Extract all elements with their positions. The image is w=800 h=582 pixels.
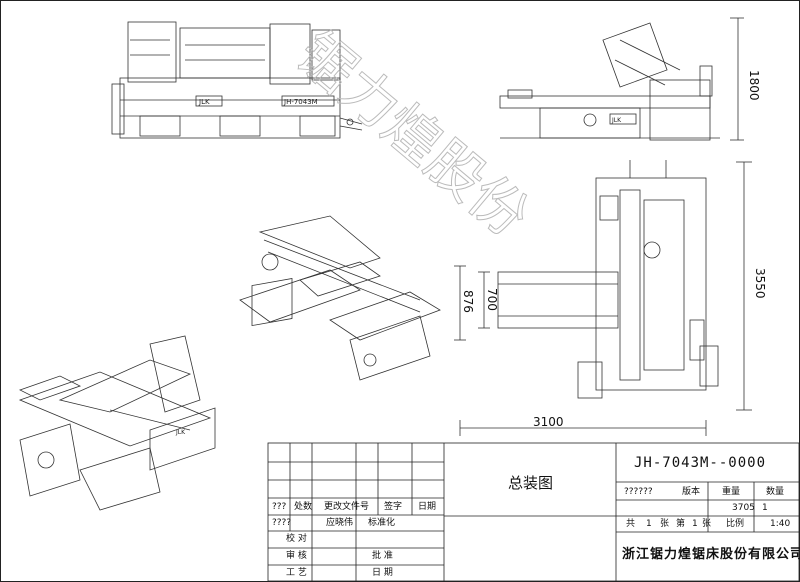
sign-row-label: 工 艺 <box>286 568 307 578</box>
ratio-label: 比例 <box>726 519 745 529</box>
drawing-number: JH-7043M--0000 <box>634 455 767 471</box>
approval-left: ???? <box>272 518 292 528</box>
meta-phase: ?????? <box>624 487 653 497</box>
sheet-no-zhang: 张 <box>702 519 712 529</box>
rev-doc: 更改文件号 <box>324 502 370 512</box>
iso-center-view <box>239 215 441 381</box>
rev-date: 日期 <box>418 502 437 512</box>
front-logo: JLK <box>198 98 210 106</box>
drawing-title: 总装图 <box>508 474 554 492</box>
dim-total-width: 3100 <box>533 415 564 429</box>
rev-mark: ??? <box>272 502 287 512</box>
sheet-no-value: 1 <box>692 519 698 529</box>
dim-table-inner: 700 <box>485 288 499 311</box>
front-view <box>111 21 363 139</box>
meta-qty: 数量 <box>766 487 785 497</box>
sign-row-right: 批 准 <box>372 551 393 561</box>
company-name: 浙江锯力煌锯床股份有限公司 <box>622 547 800 562</box>
dim-height-side-lines <box>730 17 744 141</box>
meta-weight: 重量 <box>722 487 741 497</box>
watermark: 锯力煌股份 <box>284 20 540 250</box>
weight-value: 3705 <box>732 503 755 513</box>
approval-designer: 应晓伟 <box>326 518 354 528</box>
sheet-total-zhang: 张 <box>660 519 670 529</box>
title-block-lines <box>267 442 800 582</box>
approval-standard: 标准化 <box>368 518 396 528</box>
meta-version: 版本 <box>682 487 701 497</box>
plan-view <box>497 160 719 399</box>
iso-left-logo: JLK <box>175 429 186 436</box>
dim-table-width: 876 <box>461 290 475 313</box>
sign-row-label: 校 对 <box>286 534 307 544</box>
front-model: JH-7043M <box>283 98 318 106</box>
dim-total-depth: 3550 <box>753 268 767 299</box>
qty-value: 1 <box>762 503 768 513</box>
rev-count: 处数 <box>294 502 313 512</box>
sheet-total-label: 共 <box>626 519 636 529</box>
iso-left-view <box>18 335 216 511</box>
dim-height-side: 1800 <box>747 70 761 101</box>
side-logo: JLK <box>611 117 622 124</box>
sign-row-right: 日 期 <box>372 568 393 578</box>
side-view <box>499 22 720 141</box>
plan-dimension-lines <box>454 161 752 436</box>
sign-row-label: 审 核 <box>286 551 307 561</box>
sheet-total-value: 1 <box>646 519 652 529</box>
sheet-no-label: 第 <box>676 519 686 529</box>
ratio-value: 1:40 <box>770 519 791 529</box>
rev-sign: 签字 <box>384 502 403 512</box>
